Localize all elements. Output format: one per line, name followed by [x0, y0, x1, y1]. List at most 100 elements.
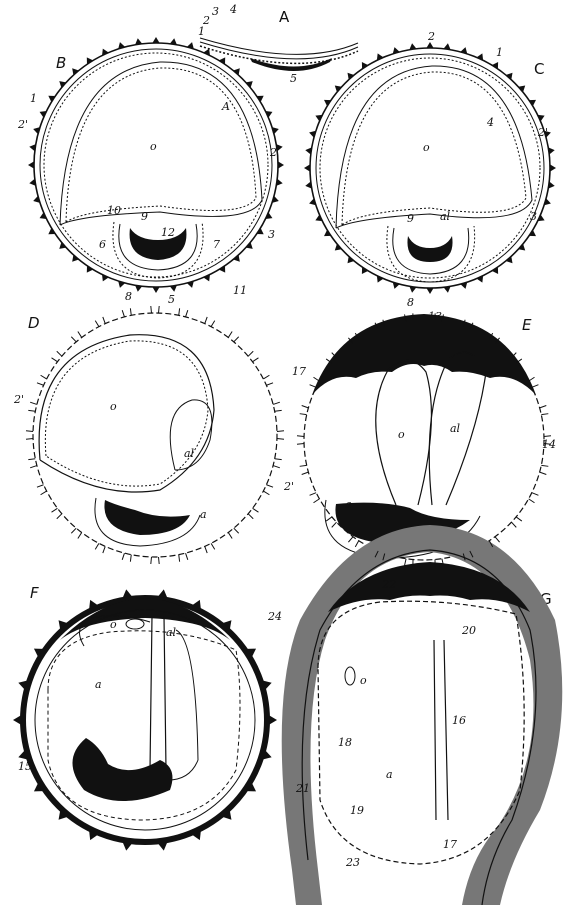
villus	[540, 406, 549, 415]
label-b-10: 10	[107, 204, 121, 217]
villus	[123, 842, 133, 851]
villus	[326, 517, 336, 527]
label-b-3: 3	[268, 228, 275, 241]
villus	[135, 285, 142, 291]
villus	[305, 147, 311, 154]
label-e-17: 17	[292, 365, 306, 378]
panel-b: B 1 2' 2 A o 10 9 12 6 7 8 5 11 3	[17, 43, 278, 306]
villus	[205, 317, 215, 327]
villus	[529, 493, 539, 503]
villus	[277, 431, 284, 439]
label-g-24: 24	[267, 610, 282, 623]
label-g-o: o	[360, 674, 367, 687]
label-b-7: 7	[213, 238, 220, 251]
villus	[263, 485, 273, 495]
label-d-2p: 2'	[13, 393, 24, 406]
label-e-al: al	[450, 422, 461, 435]
panel-g: G 22 24 20 o 16 18 a 21 19 17 23	[267, 525, 562, 905]
label-c-9: 9	[407, 212, 414, 225]
panel-letter-f: F	[30, 584, 39, 602]
label-g-22: 22	[381, 578, 396, 591]
label-g-20: 20	[461, 624, 476, 637]
villus	[71, 528, 81, 538]
villus	[300, 465, 309, 474]
panel-c: C 2 1 4 2' o 3 9 al 8	[310, 30, 550, 309]
villus	[300, 406, 309, 415]
villus	[28, 161, 34, 168]
label-a-5: 5	[290, 72, 297, 85]
label-e-o: o	[398, 428, 405, 441]
villus	[95, 317, 105, 327]
label-g-19: 19	[350, 804, 364, 817]
villus	[135, 38, 142, 44]
villus	[548, 147, 554, 154]
label-c-3: 3	[530, 210, 537, 223]
villus	[152, 37, 159, 43]
villus	[548, 182, 554, 189]
villus	[158, 589, 168, 598]
villus	[151, 306, 159, 313]
label-g-17: 17	[443, 838, 457, 851]
label-b-1: 1	[30, 92, 37, 105]
label-c-al: al	[440, 210, 451, 223]
label-d-a: a	[200, 508, 207, 521]
label-f-a: a	[95, 678, 102, 691]
label-c-4: 4	[486, 116, 494, 129]
label-b-A: A	[221, 100, 230, 113]
label-c-2: 2	[427, 30, 435, 43]
villus	[409, 286, 416, 292]
villus	[409, 43, 416, 49]
villus	[426, 288, 433, 294]
label-a-4: 4	[229, 3, 237, 16]
label-b-9: 9	[141, 210, 148, 223]
label-b-o: o	[150, 140, 157, 153]
villus	[276, 144, 282, 151]
label-f-o: o	[110, 618, 117, 631]
panel-letter-b: B	[56, 54, 66, 72]
label-g-23: 23	[345, 856, 360, 869]
villus	[29, 144, 35, 151]
villi-f	[13, 589, 277, 850]
villus	[28, 459, 37, 468]
villus	[52, 508, 62, 518]
label-b-5: 5	[168, 293, 175, 306]
villus	[273, 459, 282, 468]
villus	[297, 436, 304, 444]
label-b-2: 2	[269, 146, 277, 159]
villus	[170, 38, 177, 44]
label-b-2p: 2'	[17, 118, 28, 131]
label-c-8: 8	[407, 296, 414, 309]
label-e-2p: 2'	[283, 480, 294, 493]
panel-a: A 1 2 3 4 5	[198, 3, 358, 85]
panel-e: E 13 17 o al 14 2' a	[283, 310, 556, 560]
label-e-a: a	[345, 498, 352, 511]
villus	[304, 164, 310, 171]
label-g-21: 21	[295, 782, 310, 795]
villus	[278, 161, 284, 168]
villus	[269, 715, 277, 725]
villus	[170, 285, 177, 291]
villus	[540, 465, 549, 474]
label-b-11: 11	[233, 284, 247, 297]
villus	[550, 164, 556, 171]
label-g-18: 18	[338, 736, 352, 749]
villus	[152, 287, 159, 293]
villus	[228, 528, 238, 538]
villus	[95, 543, 105, 553]
label-c-o: o	[423, 141, 430, 154]
villus	[37, 485, 47, 495]
panel-letter-e: E	[522, 316, 532, 334]
villus	[13, 715, 21, 725]
villus	[305, 182, 311, 189]
label-f-al: al	[166, 626, 177, 639]
panel-letter-a: A	[279, 8, 290, 26]
label-d-al: al	[184, 447, 195, 460]
label-b-6: 6	[99, 238, 106, 251]
label-a-3: 3	[212, 5, 219, 18]
label-b-12: 12	[161, 226, 175, 239]
panel-letter-d: D	[28, 314, 40, 332]
villus	[26, 431, 33, 439]
label-g-16: 16	[452, 714, 466, 727]
label-g-a: a	[386, 768, 393, 781]
